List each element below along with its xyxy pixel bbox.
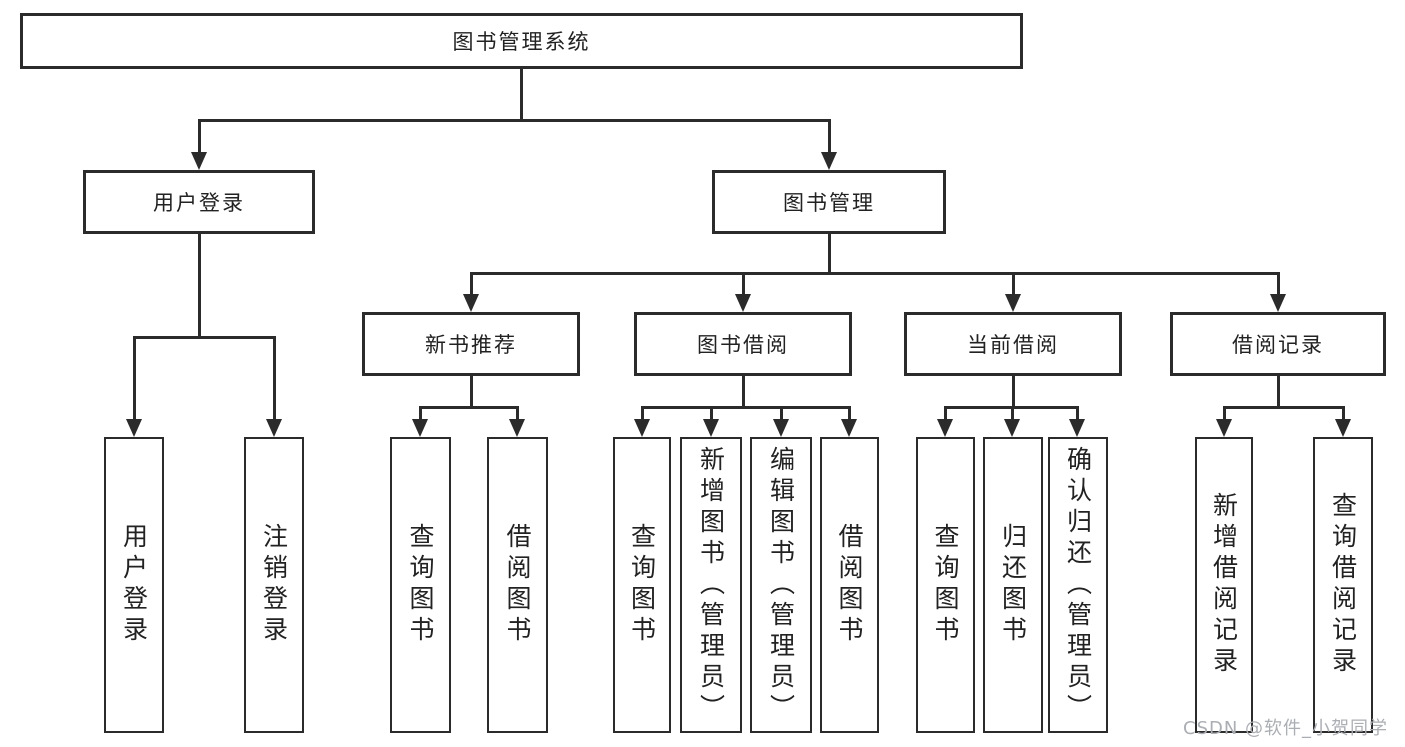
arrowhead-icon	[191, 152, 207, 170]
leaf-label: 归还图书	[998, 523, 1028, 647]
arrowhead-icon	[463, 294, 479, 312]
leaf-label: 新增借阅记录	[1209, 492, 1239, 678]
node-book-management: 图书管理	[712, 170, 946, 234]
arrowhead-icon	[509, 419, 525, 437]
arrowhead-icon	[1069, 419, 1085, 437]
arrowhead-icon	[266, 419, 282, 437]
node-current-borrowing: 当前借阅	[904, 312, 1122, 376]
node-leaf-current-return-books: 归还图书	[983, 437, 1043, 733]
arrowhead-icon	[937, 419, 953, 437]
arrowhead-icon	[1005, 294, 1021, 312]
connector-line	[1277, 376, 1280, 406]
connector-line	[710, 406, 713, 419]
node-user-login-label: 用户登录	[153, 191, 245, 215]
connector-line	[419, 406, 422, 419]
connector-line	[419, 406, 518, 409]
connector-line	[1223, 406, 1226, 419]
node-book-borrowing: 图书借阅	[634, 312, 852, 376]
connector-line	[273, 336, 276, 419]
arrowhead-icon	[1004, 419, 1020, 437]
leaf-label: 借阅图书	[503, 523, 532, 647]
arrowhead-icon	[634, 419, 650, 437]
node-root-label: 图书管理系统	[452, 30, 591, 54]
connector-line	[848, 406, 851, 419]
node-borrowing-records: 借阅记录	[1170, 312, 1386, 376]
connector-line	[641, 406, 644, 419]
connector-line	[780, 406, 783, 419]
connector-line	[133, 336, 136, 419]
node-leaf-newbook-borrow-books: 借阅图书	[487, 437, 548, 733]
leaf-label: 查询图书	[627, 523, 657, 647]
node-leaf-records-query-record: 查询借阅记录	[1313, 437, 1373, 733]
connector-line	[1223, 406, 1344, 409]
arrowhead-icon	[1216, 419, 1232, 437]
arrowhead-icon	[703, 419, 719, 437]
leaf-label: 查询借阅记录	[1328, 492, 1358, 678]
connector-line	[742, 272, 745, 294]
connector-line	[1012, 272, 1015, 294]
connector-line	[198, 234, 201, 336]
node-leaf-borrow-add-books-admin: 新增图书（管理员）	[680, 437, 742, 733]
leaf-label: 确认归还（管理员）	[1063, 445, 1093, 725]
leaf-label: 查询图书	[931, 523, 960, 647]
arrowhead-icon	[126, 419, 142, 437]
leaf-label: 编辑图书（管理员）	[766, 445, 796, 725]
connector-line	[198, 119, 201, 152]
arrowhead-icon	[1335, 419, 1351, 437]
connector-line	[470, 272, 1279, 275]
arrowhead-icon	[821, 152, 837, 170]
leaf-label: 注销登录	[259, 523, 289, 647]
connector-line	[1342, 406, 1345, 419]
arrowhead-icon	[412, 419, 428, 437]
node-leaf-borrow-borrow-books: 借阅图书	[820, 437, 879, 733]
node-leaf-borrow-edit-books-admin: 编辑图书（管理员）	[750, 437, 812, 733]
connector-line	[828, 234, 831, 272]
node-leaf-borrow-query-books: 查询图书	[613, 437, 671, 733]
arrowhead-icon	[735, 294, 751, 312]
node-user-login: 用户登录	[83, 170, 315, 234]
connector-line	[1011, 406, 1014, 419]
node-current-borrowing-label: 当前借阅	[967, 333, 1059, 357]
connector-line	[742, 376, 745, 406]
leaf-label: 借阅图书	[835, 523, 864, 647]
connector-line	[1277, 272, 1280, 294]
connector-line	[470, 376, 473, 406]
node-leaf-user-login: 用户登录	[104, 437, 164, 733]
leaf-label: 新增图书（管理员）	[696, 445, 726, 725]
node-leaf-logout: 注销登录	[244, 437, 304, 733]
node-new-book-recommend-label: 新书推荐	[425, 333, 517, 357]
connector-line	[133, 336, 275, 339]
node-leaf-current-confirm-return-admin: 确认归还（管理员）	[1048, 437, 1108, 733]
node-new-book-recommend: 新书推荐	[362, 312, 580, 376]
arrowhead-icon	[841, 419, 857, 437]
leaf-label: 查询图书	[406, 523, 435, 647]
node-borrowing-records-label: 借阅记录	[1232, 333, 1324, 357]
connector-line	[470, 272, 473, 294]
node-leaf-newbook-query-books: 查询图书	[390, 437, 451, 733]
connector-line	[641, 406, 851, 409]
node-leaf-records-add-record: 新增借阅记录	[1195, 437, 1253, 733]
connector-line	[198, 119, 830, 122]
node-book-management-label: 图书管理	[783, 191, 875, 215]
connector-line	[520, 69, 523, 119]
connector-line	[828, 119, 831, 152]
arrowhead-icon	[773, 419, 789, 437]
watermark: CSDN @软件_小贺同学	[1183, 718, 1389, 739]
node-book-borrowing-label: 图书借阅	[697, 333, 789, 357]
connector-line	[944, 406, 947, 419]
connector-line	[516, 406, 519, 419]
arrowhead-icon	[1270, 294, 1286, 312]
connector-line	[1076, 406, 1079, 419]
node-leaf-current-query-books: 查询图书	[916, 437, 975, 733]
leaf-label: 用户登录	[119, 523, 149, 647]
connector-line	[1012, 376, 1015, 406]
node-root: 图书管理系统	[20, 13, 1023, 69]
